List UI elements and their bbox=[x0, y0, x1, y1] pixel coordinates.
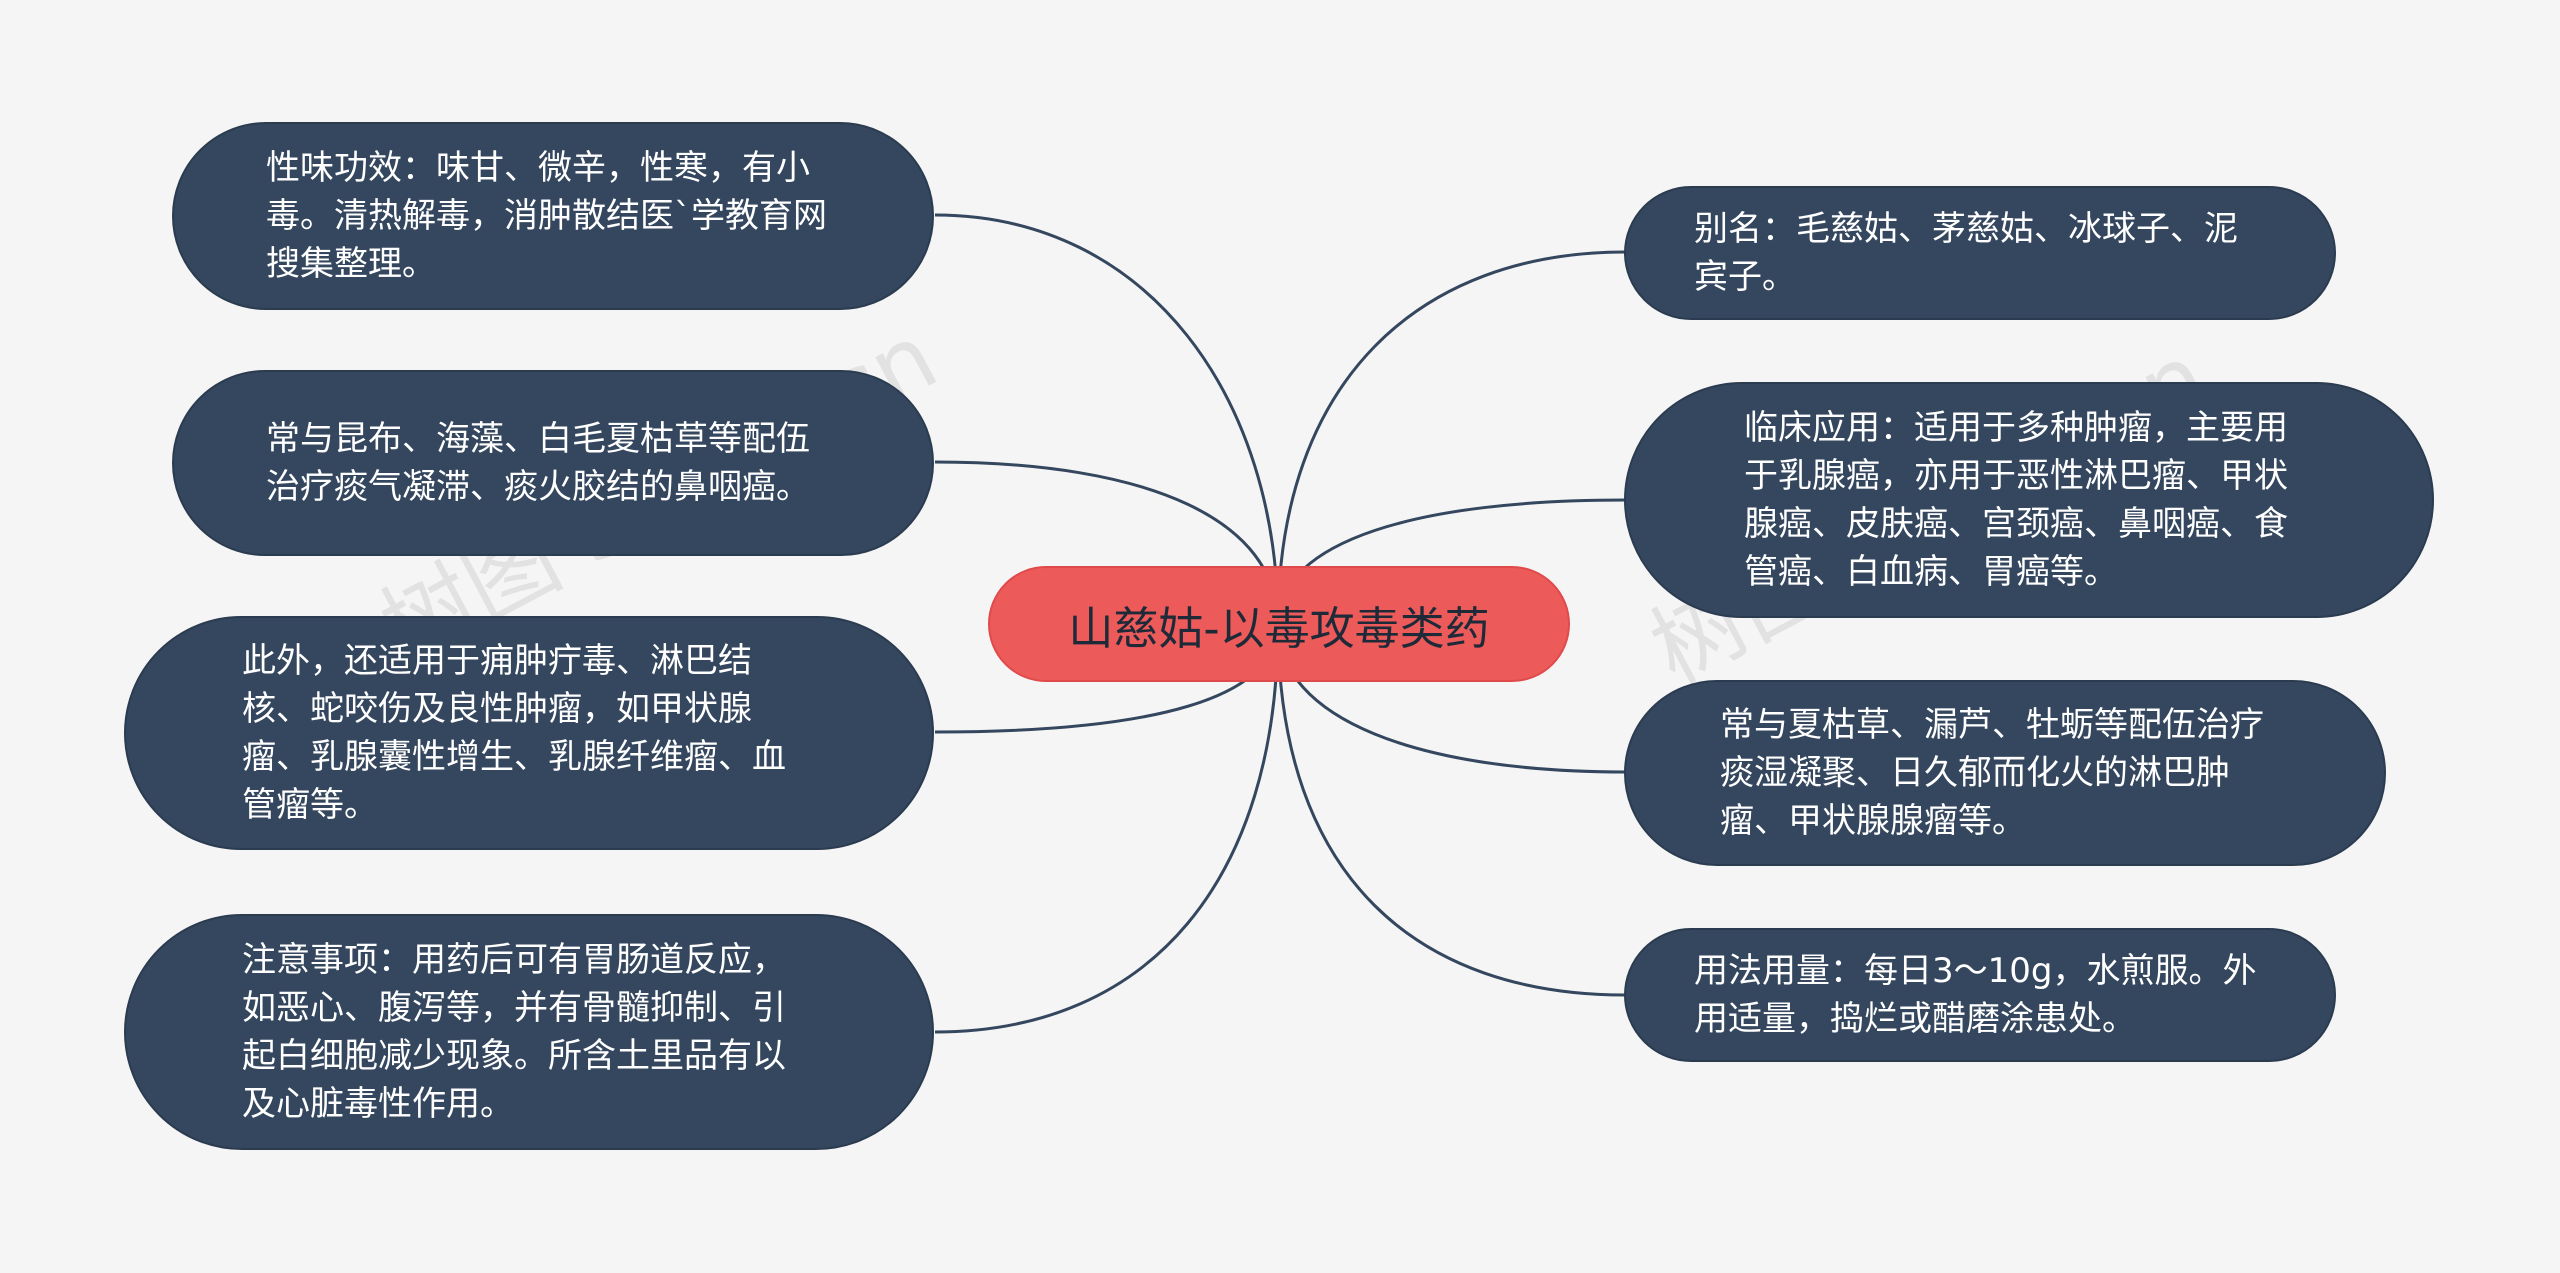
central-topic[interactable]: 山慈姑-以毒攻毒类药 bbox=[988, 566, 1570, 682]
topic-text: 性味功效：味甘、微辛，性寒，有小毒。清热解毒，消肿散结医`学教育网搜集整理。 bbox=[266, 148, 827, 284]
topic-text: 常与夏枯草、漏芦、牡蛎等配伍治疗痰湿凝聚、日久郁而化火的淋巴肿瘤、甲状腺腺瘤等。 bbox=[1720, 705, 2264, 841]
connector-left-1 bbox=[934, 213, 1280, 625]
topic-node-left-4[interactable]: 注意事项：用药后可有胃肠道反应，如恶心、腹泻等，并有骨髓抑制、引起白细胞减少现象… bbox=[124, 914, 934, 1150]
topic-text: 别名：毛慈姑、茅慈姑、冰球子、泥宾子。 bbox=[1694, 209, 2238, 297]
topic-text: 用法用量：每日3～10g，水煎服。外用适量，捣烂或醋磨涂患处。 bbox=[1694, 951, 2257, 1039]
topic-node-right-3[interactable]: 常与夏枯草、漏芦、牡蛎等配伍治疗痰湿凝聚、日久郁而化火的淋巴肿瘤、甲状腺腺瘤等。 bbox=[1624, 680, 2386, 866]
central-topic-label: 山慈姑-以毒攻毒类药 bbox=[1068, 601, 1490, 655]
connector-right-4 bbox=[1276, 623, 1626, 997]
topic-text: 此外，还适用于痈肿疔毒、淋巴结核、蛇咬伤及良性肿瘤，如甲状腺瘤、乳腺囊性增生、乳… bbox=[242, 641, 786, 825]
topic-node-right-4[interactable]: 用法用量：每日3～10g，水煎服。外用适量，捣烂或醋磨涂患处。 bbox=[1624, 928, 2336, 1062]
connector-left-4 bbox=[934, 623, 1280, 1034]
topic-node-left-3[interactable]: 此外，还适用于痈肿疔毒、淋巴结核、蛇咬伤及良性肿瘤，如甲状腺瘤、乳腺囊性增生、乳… bbox=[124, 616, 934, 850]
topic-text: 注意事项：用药后可有胃肠道反应，如恶心、腹泻等，并有骨髓抑制、引起白细胞减少现象… bbox=[242, 940, 786, 1124]
topic-text: 常与昆布、海藻、白毛夏枯草等配伍治疗痰气凝滞、痰火胶结的鼻咽癌。 bbox=[266, 419, 810, 507]
topic-node-left-1[interactable]: 性味功效：味甘、微辛，性寒，有小毒。清热解毒，消肿散结医`学教育网搜集整理。 bbox=[172, 122, 934, 310]
connector-right-1 bbox=[1276, 250, 1626, 625]
topic-text: 临床应用：适用于多种肿瘤，主要用于乳腺癌，亦用于恶性淋巴瘤、甲状腺癌、皮肤癌、宫… bbox=[1744, 408, 2288, 592]
topic-node-right-1[interactable]: 别名：毛慈姑、茅慈姑、冰球子、泥宾子。 bbox=[1624, 186, 2336, 320]
topic-node-left-2[interactable]: 常与昆布、海藻、白毛夏枯草等配伍治疗痰气凝滞、痰火胶结的鼻咽癌。 bbox=[172, 370, 934, 556]
topic-node-right-2[interactable]: 临床应用：适用于多种肿瘤，主要用于乳腺癌，亦用于恶性淋巴瘤、甲状腺癌、皮肤癌、宫… bbox=[1624, 382, 2434, 618]
